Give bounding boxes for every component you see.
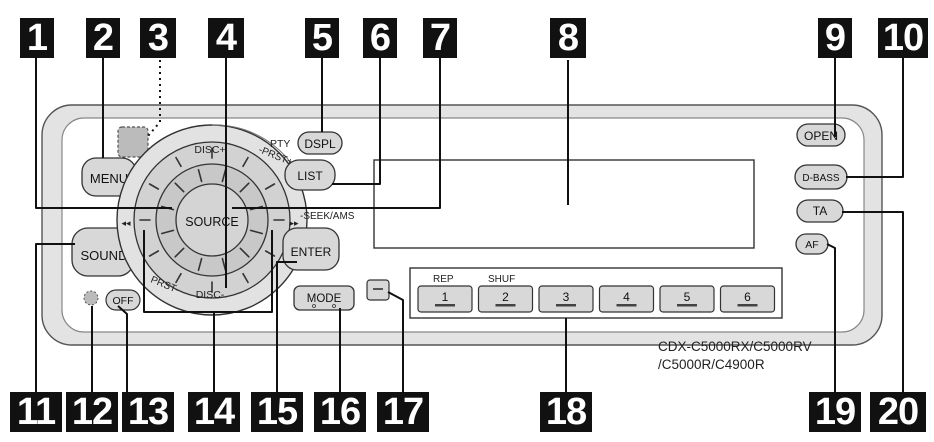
preset-button-6[interactable]: 6 bbox=[719, 285, 776, 313]
leader-6 bbox=[332, 58, 381, 185]
ta-button-label: TA bbox=[813, 204, 827, 218]
menu-button-label: MENU bbox=[90, 171, 128, 186]
dial-tick bbox=[197, 257, 203, 272]
seek-ams-label: -SEEK/AMS bbox=[300, 211, 355, 222]
mode-button-label: MODE bbox=[307, 293, 342, 305]
dial-tick-outer bbox=[264, 183, 276, 190]
dial-tick-outer bbox=[242, 272, 249, 284]
ta-button[interactable]: TA bbox=[796, 199, 844, 223]
enter-button[interactable]: ENTER bbox=[282, 227, 340, 271]
dial-tick-outer bbox=[242, 156, 249, 168]
preset-button-1-label: 1 bbox=[442, 290, 449, 304]
callout-14: 14 bbox=[188, 392, 240, 432]
callout-20: 20 bbox=[870, 392, 926, 432]
dial-tick bbox=[221, 169, 227, 183]
enter-button-label: ENTER bbox=[291, 245, 332, 259]
af-button[interactable]: AF bbox=[795, 233, 829, 255]
list-button[interactable]: LIST bbox=[284, 159, 336, 191]
leader-13 bbox=[117, 305, 128, 396]
leader-19 bbox=[826, 243, 836, 396]
preset-button-6-label: 6 bbox=[744, 290, 751, 304]
d-bass-button-label: D-BASS bbox=[802, 173, 840, 184]
callout-12: 12 bbox=[66, 392, 118, 432]
dial-tick-outer bbox=[148, 183, 160, 190]
preset-button-1[interactable]: 1 bbox=[417, 285, 473, 313]
leader-15 bbox=[276, 261, 297, 396]
model-numbers: CDX-C5000RX/C5000RV /C5000R/C4900R bbox=[658, 338, 812, 374]
callout-leader-lines bbox=[35, 58, 904, 396]
dial-tick bbox=[197, 169, 203, 183]
dspl-button-label: DSPL bbox=[304, 137, 336, 151]
preset-button-2-label: 2 bbox=[502, 290, 509, 304]
callout-6: 6 bbox=[363, 18, 397, 58]
callout-18: 18 bbox=[540, 392, 592, 432]
callout-7: 7 bbox=[423, 18, 457, 58]
callout-15: 15 bbox=[251, 392, 303, 432]
callout-2: 2 bbox=[86, 18, 120, 58]
leader-20 bbox=[842, 211, 904, 396]
callout-13: 13 bbox=[122, 392, 174, 432]
leader-10 bbox=[846, 58, 904, 178]
dial-tick bbox=[174, 247, 185, 258]
leader-1 bbox=[35, 58, 172, 209]
callout-8: 8 bbox=[550, 18, 586, 58]
preset-above-1-label: REP bbox=[433, 274, 454, 285]
model-line-1: CDX-C5000RX/C5000RV bbox=[658, 339, 812, 354]
preset-button-3-label: 3 bbox=[563, 290, 570, 304]
open-button-label: OPEN bbox=[804, 129, 838, 143]
d-bass-button[interactable]: D-BASS bbox=[794, 164, 848, 190]
callout-11: 11 bbox=[10, 392, 62, 432]
fast-forward-icon: ▸▸ bbox=[289, 218, 299, 228]
list-button-label: LIST bbox=[297, 169, 323, 183]
preset-button-4-label: 4 bbox=[623, 290, 630, 304]
dspl-button[interactable]: DSPL bbox=[297, 131, 343, 155]
callout-4: 4 bbox=[208, 18, 244, 58]
display-window bbox=[373, 159, 755, 249]
mode-button[interactable]: MODE bbox=[293, 285, 355, 311]
callout-9: 9 bbox=[818, 18, 852, 58]
leader-11 bbox=[35, 243, 75, 396]
rewind-icon: ◂◂ bbox=[121, 218, 131, 228]
leader-3 bbox=[147, 60, 161, 137]
preset-button-4[interactable]: 4 bbox=[598, 285, 655, 313]
dial-tick-outer bbox=[175, 272, 182, 284]
callout-5: 5 bbox=[305, 18, 339, 58]
preset-button-5[interactable]: 5 bbox=[659, 285, 715, 313]
open-button[interactable]: OPEN bbox=[796, 123, 846, 147]
sound-button-label: SOUND bbox=[81, 248, 128, 263]
callout-3: 3 bbox=[140, 18, 176, 58]
callout-17: 17 bbox=[377, 392, 429, 432]
af-button-label: AF bbox=[805, 239, 818, 251]
disc-minus-label: DISC- bbox=[196, 289, 225, 301]
model-line-2: /C5000R/C4900R bbox=[658, 357, 765, 372]
dial-tick bbox=[161, 229, 175, 235]
leader-17 bbox=[387, 291, 404, 396]
reset-hole[interactable] bbox=[83, 290, 99, 306]
preset-button-3[interactable]: 3 bbox=[538, 285, 594, 313]
off-button-label: OFF bbox=[113, 295, 134, 307]
callout-10: 10 bbox=[878, 18, 928, 58]
remote-receptor bbox=[117, 126, 149, 158]
pty-label: PTY bbox=[270, 138, 290, 150]
callout-19: 19 bbox=[809, 392, 861, 432]
dial-tick bbox=[239, 182, 250, 193]
dial-tick bbox=[174, 182, 185, 193]
dial-tick-outer bbox=[148, 250, 160, 257]
callout-16: 16 bbox=[314, 392, 366, 432]
leader-7 bbox=[232, 58, 441, 209]
preset-button-2[interactable]: 2 bbox=[477, 285, 534, 313]
disc-plus-label: DISC+ bbox=[194, 144, 225, 156]
dial-tick bbox=[239, 247, 250, 258]
source-button-label: SOURCE bbox=[185, 215, 238, 229]
preset-above-2-label: SHUF bbox=[488, 274, 515, 285]
callout-1: 1 bbox=[20, 18, 54, 58]
dial-tick bbox=[249, 229, 264, 235]
dial-tick-outer bbox=[175, 156, 182, 168]
preset-buttons: 1 2 3 4 5 6 bbox=[417, 285, 776, 313]
dial-tick bbox=[221, 257, 227, 272]
off-button[interactable]: OFF bbox=[105, 289, 141, 311]
preset-button-5-label: 5 bbox=[684, 290, 691, 304]
